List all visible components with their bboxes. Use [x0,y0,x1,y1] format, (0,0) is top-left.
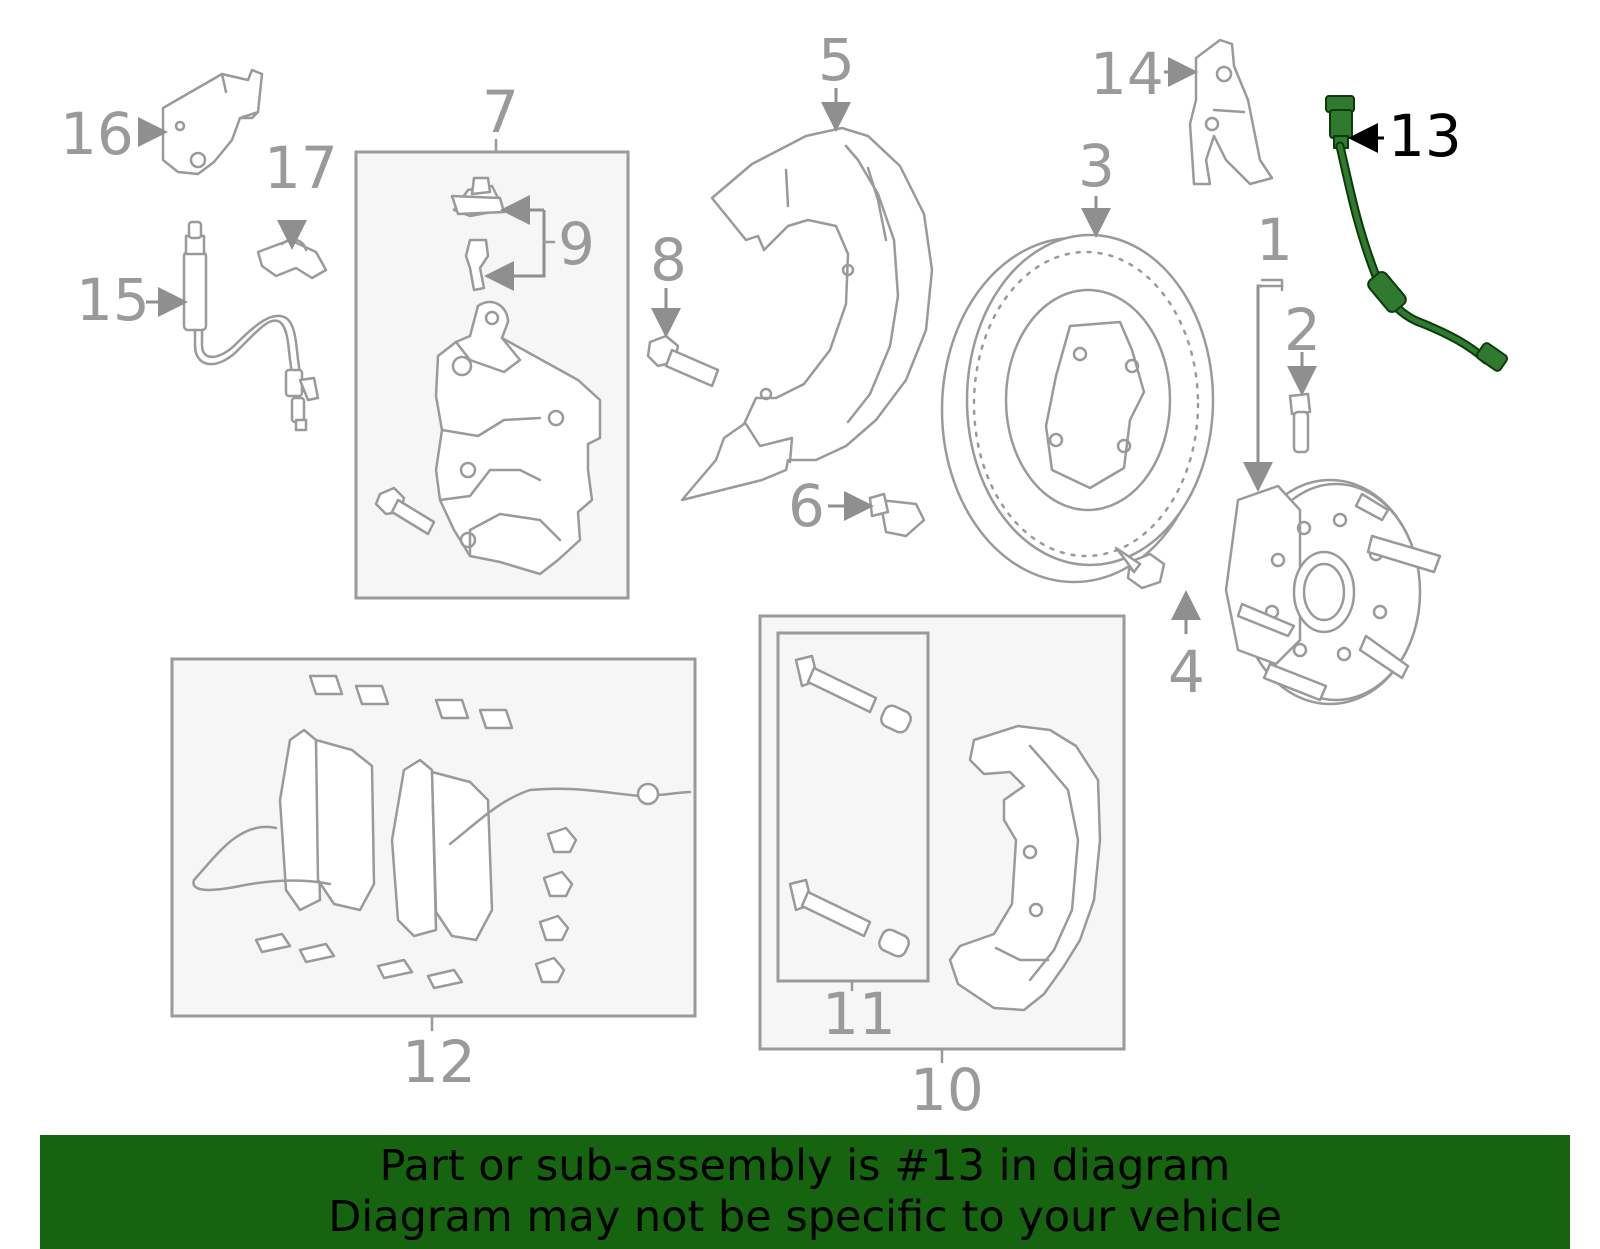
hub-part [1224,478,1442,706]
callout-10: 10 [910,1056,984,1124]
callout-9: 9 [558,210,595,278]
rotor-bolt-part [1114,546,1166,590]
rotor-shield-bolt-part [868,492,926,538]
callout-4: 4 [1168,638,1205,706]
guide-pin-part [788,654,912,958]
shield-bolt-part [646,334,720,388]
callout-16: 16 [60,100,134,168]
callout-3: 3 [1078,132,1115,200]
banner-line-2: Diagram may not be specific to your vehi… [328,1192,1282,1242]
callout-6: 6 [788,472,825,540]
callout-14: 14 [1090,40,1164,108]
hose-clip-part [256,238,328,280]
callout-7: 7 [482,78,519,146]
callout-12: 12 [402,1028,476,1096]
sensor-bracket-part [1188,38,1274,186]
callout-2: 2 [1284,296,1321,364]
callout-5: 5 [818,26,855,94]
callout-17: 17 [264,134,338,202]
callout-8: 8 [650,226,687,294]
callout-1: 1 [1256,206,1293,274]
caliper-bracket-part [948,724,1102,1012]
rotor-part [940,233,1215,584]
info-banner: Part or sub-assembly is #13 in diagram D… [40,1135,1570,1249]
hub-stud-part [1288,392,1312,454]
dust-shield-part [680,126,934,502]
wear-sensor-part [1325,95,1509,372]
callout-11: 11 [822,980,896,1048]
callout-13: 13 [1388,102,1462,170]
callout-15: 15 [76,266,150,334]
pad-set-part [192,674,692,990]
hose-bracket-part [161,68,264,176]
callout-leaders [138,57,1384,1064]
caliper-part [374,176,602,576]
bleeder-part [450,194,506,216]
banner-line-1: Part or sub-assembly is #13 in diagram [379,1141,1231,1191]
